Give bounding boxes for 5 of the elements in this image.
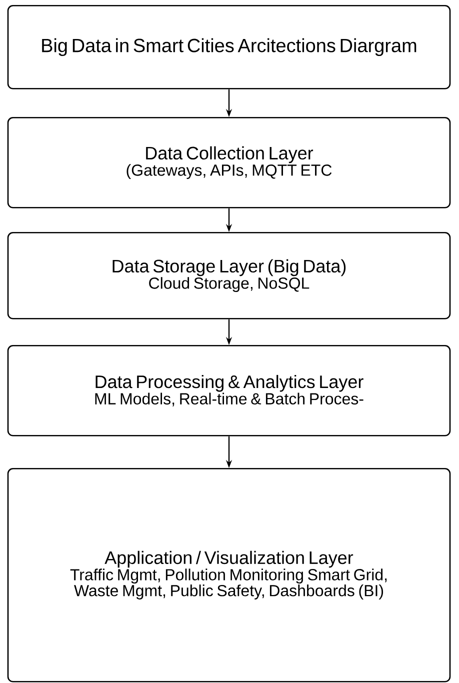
- layer-box: Data Collection Layer (Gateways, APIs, MQTT ETC: [7, 117, 451, 208]
- layer-box: Data Processing & Analytics Layer ML Models, Real-time & Batch Proces-: [7, 345, 451, 436]
- layer-box: Data Storage Layer (Big Data) Cloud Storage, NoSQL: [7, 232, 451, 320]
- layer-box: Application / Visualization Layer Traffic Mgmt, Pollution Monitoring Smart Grid, Waste Mgmt, Public Safety, Dashboards (BI): [7, 468, 451, 682]
- layer-box: Big Data in Smart Cities Arcitections Diargram: [7, 5, 451, 90]
